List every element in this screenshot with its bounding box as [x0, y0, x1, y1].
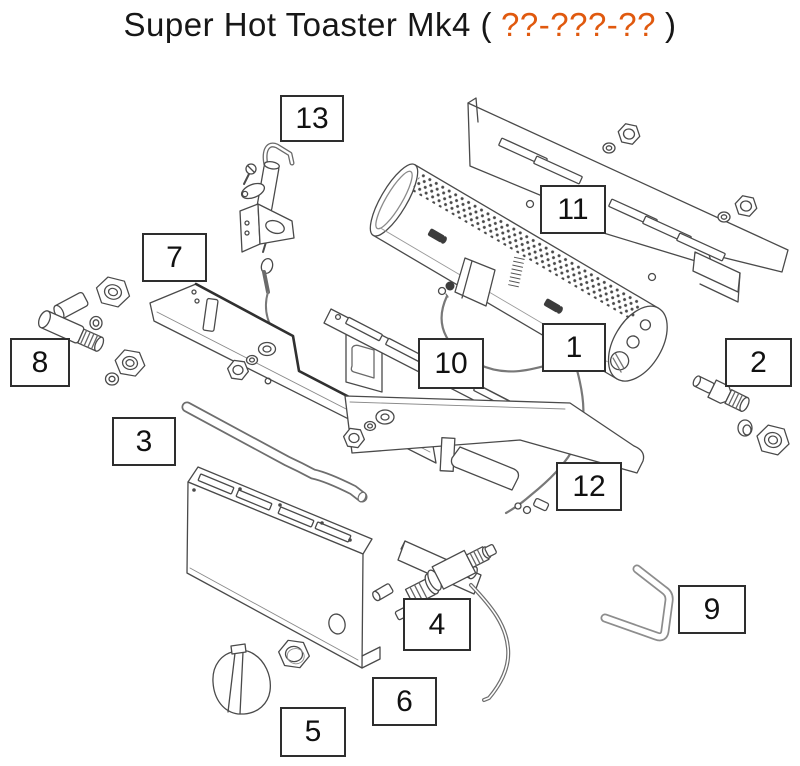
- orifice-fitting-drawing: [692, 375, 790, 456]
- part-label-8: 8: [10, 338, 70, 387]
- part-number: 7: [166, 240, 183, 274]
- threaded-stud-icon: [508, 256, 525, 288]
- part-number: 12: [572, 469, 606, 503]
- igniter-electrode-drawing: [239, 142, 295, 339]
- part-number: 9: [703, 592, 721, 626]
- part-number: 1: [565, 330, 583, 364]
- panel-hex-nut-icon: [278, 639, 310, 669]
- part-number: 3: [135, 424, 153, 458]
- part-number: 11: [557, 192, 589, 226]
- part-label-11: 11: [540, 185, 606, 234]
- part-label-4: 4: [403, 598, 471, 651]
- part-number: 6: [396, 684, 413, 718]
- title-close-paren: ): [665, 6, 677, 43]
- part-number: 8: [31, 345, 49, 379]
- coupling-bits-drawing: [514, 498, 550, 515]
- part-label-13: 13: [280, 95, 344, 142]
- electrode-bracket-drawing: [437, 257, 496, 307]
- tee-fitting-drawing: [37, 276, 146, 386]
- valve-lead-wire-drawing: [469, 583, 511, 702]
- part-label-3: 3: [112, 417, 176, 466]
- part-label-6: 6: [372, 677, 437, 726]
- title-part-code: ??-???-??: [501, 6, 656, 43]
- part-number: 5: [304, 715, 322, 748]
- rear-panel-drawing: [467, 97, 789, 303]
- gas-valve-drawing: [372, 540, 497, 621]
- part-label-10: 10: [418, 338, 484, 389]
- part-number: 10: [434, 346, 468, 380]
- part-number: 13: [295, 101, 329, 135]
- part-number: 4: [428, 607, 446, 641]
- manifold-shelf-drawing: [342, 395, 645, 491]
- control-knob-drawing: [212, 643, 271, 715]
- handle-tube-drawing: [600, 564, 674, 642]
- part-number: 2: [750, 345, 767, 379]
- panel-nut-washer-set: [602, 123, 758, 223]
- support-rod-drawing: [181, 401, 368, 503]
- part-label-5: 5: [280, 707, 346, 757]
- burner-screw-icon: [427, 228, 447, 244]
- burner-screw-icon: [543, 298, 563, 314]
- part-label-2: 2: [725, 338, 792, 387]
- title-text: Super Hot Toaster Mk4 (: [123, 6, 493, 43]
- part-label-9: 9: [678, 585, 746, 634]
- part-label-7: 7: [142, 233, 207, 282]
- part-label-12: 12: [556, 462, 622, 511]
- part-label-1: 1: [542, 323, 606, 372]
- front-panel-drawing: [186, 466, 381, 669]
- page-title: Super Hot Toaster Mk4 (??-???-??): [0, 6, 800, 44]
